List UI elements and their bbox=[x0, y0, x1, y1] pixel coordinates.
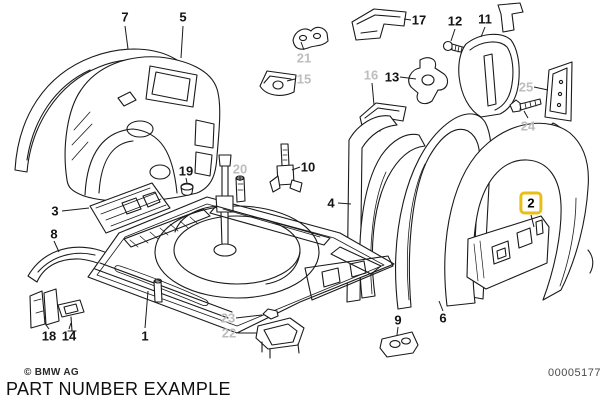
part-callout-15[interactable]: 15 bbox=[296, 71, 312, 87]
part-callout-20[interactable]: 20 bbox=[232, 161, 248, 177]
part-callout-8[interactable]: 8 bbox=[50, 226, 58, 242]
part-callout-16[interactable]: 16 bbox=[363, 67, 379, 83]
part-20-pin-drawing bbox=[235, 175, 246, 203]
part-callout-3[interactable]: 3 bbox=[51, 203, 59, 219]
part-callout-23[interactable]: 23 bbox=[220, 310, 236, 326]
part-15-bracket-drawing bbox=[259, 70, 297, 96]
part-callout-9[interactable]: 9 bbox=[394, 312, 402, 328]
part-callout-25[interactable]: 25 bbox=[518, 79, 534, 95]
leader-lines bbox=[45, 18, 549, 336]
document-number: 00005177 bbox=[548, 367, 600, 379]
top-right-bracket-drawing bbox=[497, 2, 524, 33]
part-13-bracket-drawing bbox=[408, 57, 449, 105]
part-6-arch-drawing bbox=[395, 113, 492, 310]
part-1-floor-pan-drawing bbox=[87, 154, 395, 334]
part-callout-10[interactable]: 10 bbox=[300, 159, 316, 175]
part-3-panel-drawing bbox=[89, 182, 171, 234]
part-21-bracket-drawing bbox=[292, 26, 329, 50]
part-callout-14[interactable]: 14 bbox=[61, 328, 77, 344]
part-callout-21[interactable]: 21 bbox=[296, 50, 312, 66]
part-callout-7[interactable]: 7 bbox=[121, 9, 129, 25]
copyright-text: © BMW AG bbox=[24, 367, 79, 378]
part-callout-4[interactable]: 4 bbox=[327, 195, 335, 211]
part-14-clip-drawing bbox=[57, 299, 85, 332]
part-callout-2[interactable]: 2 bbox=[519, 191, 543, 215]
part-2-quarter-panel-drawing bbox=[444, 122, 594, 307]
part-19-grommet-drawing bbox=[180, 182, 194, 196]
part-25-panel-drawing bbox=[544, 61, 573, 122]
part-callout-13[interactable]: 13 bbox=[384, 69, 400, 85]
part-9-bracket-drawing bbox=[379, 331, 419, 358]
part-10-support-drawing bbox=[269, 143, 303, 193]
part-callout-6[interactable]: 6 bbox=[439, 310, 447, 326]
part-17-bracket-drawing bbox=[351, 8, 407, 41]
part-24-bolt-drawing bbox=[509, 98, 542, 113]
part-callout-24[interactable]: 24 bbox=[520, 118, 536, 134]
part-callout-1[interactable]: 1 bbox=[141, 328, 149, 344]
part-callout-17[interactable]: 17 bbox=[411, 12, 427, 28]
part-22-23-bracket-drawing bbox=[255, 308, 305, 359]
part-5-wheel-housing-drawing bbox=[64, 56, 221, 202]
part-callout-11[interactable]: 11 bbox=[478, 11, 492, 27]
part-callout-12[interactable]: 12 bbox=[447, 13, 463, 29]
part-18-bracket-drawing bbox=[29, 288, 60, 329]
page-title: PART NUMBER EXAMPLE bbox=[6, 379, 231, 399]
part-callout-19[interactable]: 19 bbox=[178, 163, 194, 179]
part-callout-18[interactable]: 18 bbox=[41, 328, 57, 344]
part-callout-22[interactable]: 22 bbox=[221, 325, 237, 341]
part-callout-5[interactable]: 5 bbox=[179, 9, 187, 25]
